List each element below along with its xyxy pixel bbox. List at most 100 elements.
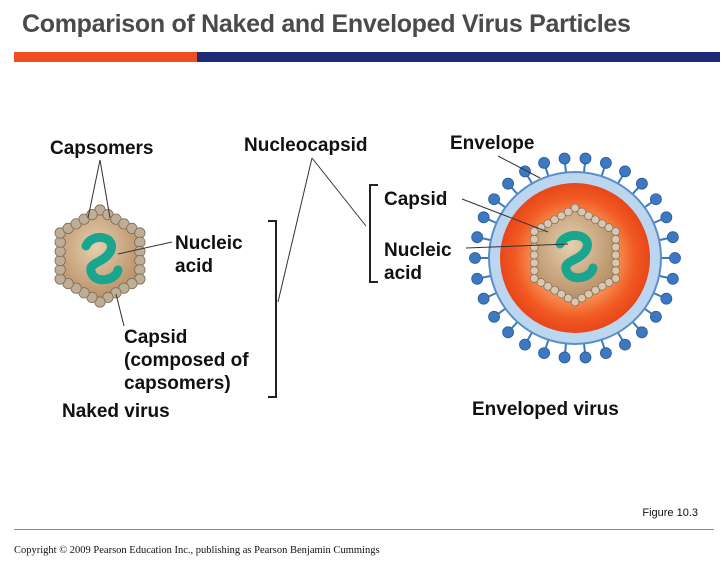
capsomer <box>543 219 553 229</box>
capsomer <box>611 234 621 244</box>
spike-head <box>488 310 500 323</box>
capsomer <box>611 274 621 283</box>
spike-head <box>469 252 481 264</box>
capsomer <box>529 266 539 276</box>
spike-head <box>488 193 500 206</box>
capsomer <box>590 215 600 225</box>
spike-head <box>538 347 550 360</box>
label-capsid-composed-3: capsomers) <box>124 373 231 394</box>
spike-head <box>660 292 673 305</box>
spike-head <box>519 338 531 351</box>
capsomer <box>611 258 621 268</box>
capsomer <box>536 278 546 287</box>
capsomer <box>550 285 560 295</box>
label-capsid-right: Capsid <box>384 189 447 210</box>
naked-capsomers <box>54 204 146 308</box>
capsomer <box>584 289 593 299</box>
label-naked-virus: Naked virus <box>62 401 170 422</box>
nucleic-acid-right-pointer <box>465 243 569 249</box>
capsomer <box>611 242 621 252</box>
copyright-text: Copyright © 2009 Pearson Education Inc.,… <box>14 545 380 556</box>
capsomer <box>590 285 600 295</box>
label-nucleic-acid-right-1: Nucleic <box>384 240 452 261</box>
spike-head <box>669 252 681 264</box>
envelope-pointer <box>497 155 541 179</box>
capsomer <box>563 293 573 303</box>
title-underline-blue <box>197 52 720 62</box>
label-envelope: Envelope <box>450 133 534 154</box>
spike-head <box>600 156 612 169</box>
capsomer <box>584 211 593 221</box>
spike-head <box>666 231 679 244</box>
enveloped-virus-particle <box>469 152 681 364</box>
capsomer <box>529 234 539 244</box>
capsomer <box>611 227 621 236</box>
spike-head <box>650 310 662 323</box>
spike-head <box>660 211 673 224</box>
capsomer <box>611 266 621 276</box>
label-enveloped-virus: Enveloped virus <box>472 399 619 420</box>
capsomer <box>577 293 587 303</box>
capsomers-pointer <box>87 159 111 219</box>
spike-head <box>558 351 571 364</box>
capsomer <box>557 211 566 221</box>
capsomer <box>529 250 539 260</box>
spike-head <box>619 338 631 351</box>
page-title: Comparison of Naked and Enveloped Virus … <box>22 10 631 38</box>
nucleocapsid-bracket-right <box>369 184 378 283</box>
capsomer <box>529 258 539 268</box>
label-nucleic-acid-right-2: acid <box>384 263 422 284</box>
capsomer <box>597 281 607 291</box>
capsomer <box>563 207 573 217</box>
label-capsomers: Capsomers <box>50 138 154 159</box>
enveloped-nucleic-acid <box>555 231 598 283</box>
spike-head <box>477 292 490 305</box>
spike-head <box>619 165 631 178</box>
spike-head <box>471 272 484 285</box>
capsomer <box>550 215 560 225</box>
capsomer <box>529 274 539 283</box>
capsid-left-pointer <box>115 293 125 327</box>
spike-head <box>579 152 592 165</box>
spike-head <box>558 152 571 165</box>
spike-head <box>538 156 550 169</box>
nucleic-acid-left-pointer <box>117 241 173 255</box>
capsomer <box>604 223 614 232</box>
label-nucleocapsid: Nucleocapsid <box>244 135 368 156</box>
nucleocapsid-pointer <box>277 157 367 303</box>
label-nucleic-acid-left-1: Nucleic <box>175 233 243 254</box>
capsomer <box>597 219 607 229</box>
capsomer <box>543 281 553 291</box>
capsomer <box>604 278 614 287</box>
envelope-spikes <box>469 152 681 364</box>
label-capsid-composed-2: (composed of <box>124 350 249 371</box>
spike-head <box>579 351 592 364</box>
naked-nucleic-acid <box>81 233 123 285</box>
capsomer <box>529 227 539 236</box>
capsid-right-pointer <box>461 198 549 233</box>
spike-head <box>519 165 531 178</box>
naked-virus-particle <box>54 204 146 308</box>
spike-head <box>666 272 679 285</box>
capsomer <box>570 297 580 307</box>
capsomer <box>570 203 580 213</box>
spike-head <box>636 326 648 339</box>
spike-head <box>600 347 612 360</box>
spike-head <box>477 211 490 224</box>
label-capsid-composed-1: Capsid <box>124 327 187 348</box>
spike-head <box>471 231 484 244</box>
footer-divider <box>14 529 714 530</box>
label-nucleic-acid-left-2: acid <box>175 256 213 277</box>
figure-label: Figure 10.3 <box>642 507 698 519</box>
title-underline-orange <box>14 52 197 62</box>
capsomer <box>577 207 587 217</box>
nucleocapsid-bracket-left <box>268 220 277 398</box>
capsomer <box>611 250 621 260</box>
spike-head <box>650 193 662 206</box>
spike-head <box>636 177 648 190</box>
spike-head <box>502 326 514 339</box>
capsomer <box>557 289 566 299</box>
spike-head <box>502 177 514 190</box>
capsomer <box>529 242 539 252</box>
